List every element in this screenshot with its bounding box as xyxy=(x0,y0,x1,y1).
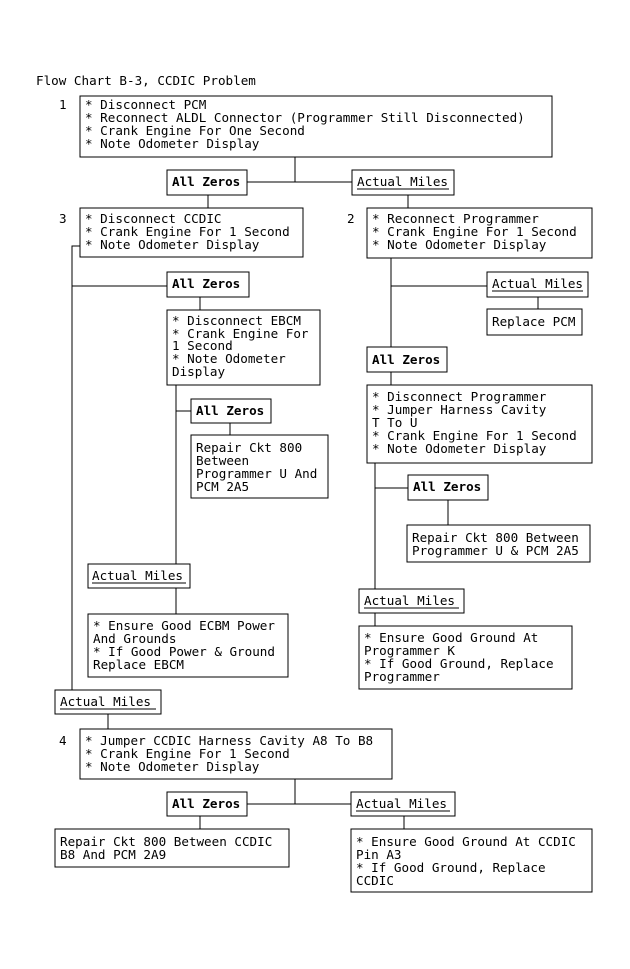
all-zeros-label: All Zeros xyxy=(172,276,240,291)
prog-ground-line: Programmer xyxy=(364,669,440,684)
repair-ccdic-pcm-line: Repair Ckt 800 Between CCDIC xyxy=(60,834,272,849)
all-zeros-label: All Zeros xyxy=(196,403,264,418)
repair-prog-u-pcm-b-box xyxy=(406,524,591,563)
prog-ground-line: Programmer K xyxy=(364,643,455,658)
programmer-test-branch-connector xyxy=(374,463,449,626)
actual-miles-label: Actual Miles xyxy=(356,796,447,811)
repair-prog-u-pcm-line: Programmer U And xyxy=(196,466,317,481)
step-3-line: * Crank Engine For 1 Second xyxy=(85,224,290,239)
programmer-test-line: * Crank Engine For 1 Second xyxy=(372,428,577,443)
step-1-box xyxy=(79,95,553,158)
repair-prog-u-pcm-b-line: Repair Ckt 800 Between xyxy=(412,530,579,545)
step-number-2: 2 xyxy=(347,211,355,226)
actual-miles-label: Actual Miles xyxy=(357,174,448,189)
programmer-test-line: * Disconnect Programmer xyxy=(372,389,547,404)
all-zeros-label-box xyxy=(166,271,250,298)
all-zeros-label: All Zeros xyxy=(413,479,481,494)
actual-miles-label-box xyxy=(350,791,456,817)
actual-miles-label: Actual Miles xyxy=(60,694,151,709)
repair-prog-u-pcm-line: Between xyxy=(196,453,249,468)
ebcm-power-box xyxy=(87,613,289,678)
step-2-line: * Note Odometer Display xyxy=(372,237,547,252)
repair-prog-u-pcm-box xyxy=(190,434,329,499)
programmer-test-line: * Jumper Harness Cavity xyxy=(372,402,547,417)
repair-prog-u-pcm-b-line: Programmer U & PCM 2A5 xyxy=(412,543,579,558)
ccdic-ground-line: * If Good Ground, Replace xyxy=(356,860,546,875)
prog-ground-line: * Ensure Good Ground At xyxy=(364,630,538,645)
replace-pcm-text: Replace PCM xyxy=(492,314,576,329)
all-zeros-label-box xyxy=(407,474,489,501)
ebcm-test-line: * Disconnect EBCM xyxy=(172,313,301,328)
step-1-line: * Disconnect PCM xyxy=(85,97,207,112)
prog-ground-line: * If Good Ground, Replace xyxy=(364,656,554,671)
step-4-box xyxy=(79,728,393,780)
step-1-text: * Disconnect PCM * Reconnect ALDL Connec… xyxy=(85,97,525,151)
ccdic-ground-line: * Ensure Good Ground At CCDIC xyxy=(356,834,576,849)
all-zeros-label: All Zeros xyxy=(172,796,240,811)
ebcm-test-line: * Note Odometer xyxy=(172,351,286,366)
step-2-line: * Crank Engine For 1 Second xyxy=(372,224,577,239)
repair-ccdic-pcm-line: B8 And PCM 2A9 xyxy=(60,847,166,862)
step-number-3: 3 xyxy=(59,211,67,226)
step-2-line: * Reconnect Programmer xyxy=(372,211,539,226)
ebcm-test-box xyxy=(166,309,321,386)
step-number-1: 1 xyxy=(59,97,67,112)
step-2-box xyxy=(366,207,593,259)
repair-ccdic-pcm-box xyxy=(54,828,290,868)
ccdic-ground-box xyxy=(350,828,593,893)
repair-prog-u-pcm-line: Repair Ckt 800 xyxy=(196,440,302,455)
ebcm-power-line: Replace EBCM xyxy=(93,657,184,672)
step-number-4: 4 xyxy=(59,733,67,748)
all-zeros-label-box xyxy=(190,398,272,424)
all-zeros-label-box xyxy=(166,791,248,817)
ebcm-power-line: And Grounds xyxy=(93,631,176,646)
ebcm-test-line: 1 Second xyxy=(172,338,233,353)
ebcm-power-line: * Ensure Good ECBM Power xyxy=(93,618,275,633)
step-4-line: * Jumper CCDIC Harness Cavity A8 To B8 xyxy=(85,733,373,748)
ebcm-power-line: * If Good Power & Ground xyxy=(93,644,275,659)
step-1-branch-connector xyxy=(207,157,409,208)
ccdic-ground-line: CCDIC xyxy=(356,873,394,888)
actual-miles-label-box xyxy=(486,271,589,298)
actual-miles-label: Actual Miles xyxy=(492,276,583,291)
replace-pcm-box xyxy=(486,308,583,336)
repair-prog-u-pcm-line: PCM 2A5 xyxy=(196,479,249,494)
step-4-branch-connector xyxy=(199,779,405,829)
programmer-test-line: * Note Odometer Display xyxy=(372,441,547,456)
step-4-line: * Note Odometer Display xyxy=(85,759,260,774)
all-zeros-label: All Zeros xyxy=(172,174,240,189)
actual-miles-label-box xyxy=(351,169,455,196)
actual-miles-label-box xyxy=(358,588,465,614)
ebcm-test-line: * Crank Engine For xyxy=(172,326,309,341)
chart-title: Flow Chart B-3, CCDIC Problem xyxy=(36,73,256,88)
step-3-branch-connector xyxy=(71,245,201,690)
all-zeros-label-box xyxy=(366,346,448,373)
step-2-branch-connector xyxy=(390,258,539,347)
actual-miles-label: Actual Miles xyxy=(92,568,183,583)
step-1-line: * Reconnect ALDL Connector (Programmer S… xyxy=(85,110,525,125)
all-zeros-label-box xyxy=(166,169,248,196)
all-zeros-label: All Zeros xyxy=(372,352,440,367)
programmer-test-box xyxy=(366,384,593,464)
ccdic-ground-line: Pin A3 xyxy=(356,847,402,862)
step-3-box xyxy=(79,207,304,258)
actual-miles-label-box xyxy=(87,563,191,589)
step-4-line: * Crank Engine For 1 Second xyxy=(85,746,290,761)
ebcm-test-branch-connector xyxy=(175,385,231,614)
step-1-line: * Crank Engine For One Second xyxy=(85,123,305,138)
actual-miles-label: Actual Miles xyxy=(364,593,455,608)
programmer-test-line: T To U xyxy=(372,415,418,430)
ebcm-test-line: Display xyxy=(172,364,225,379)
step-3-line: * Disconnect CCDIC xyxy=(85,211,221,226)
step-3-line: * Note Odometer Display xyxy=(85,237,260,252)
step-1-line: * Note Odometer Display xyxy=(85,136,260,151)
prog-ground-box xyxy=(358,625,573,690)
